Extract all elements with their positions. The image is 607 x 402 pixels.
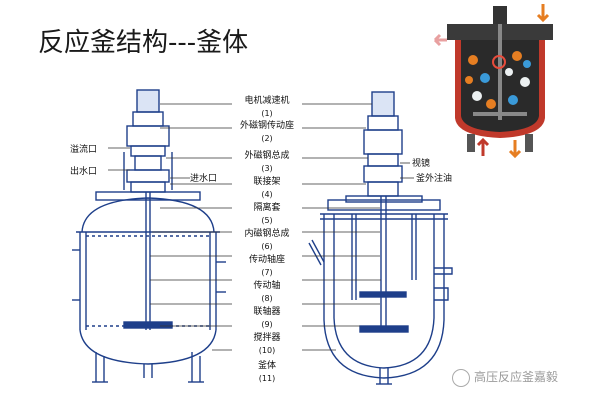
page-title: 反应釜结构---釜体 (38, 28, 249, 58)
watermark-logo-icon (452, 368, 470, 387)
part-label-7: 传动轴座 (249, 253, 285, 265)
inset-illustration (433, 4, 553, 159)
part-label-5: 隔离套 (253, 201, 280, 213)
reflux-port-label: 溢流口 (70, 143, 97, 155)
part-label-10: 搅拌器 (253, 331, 280, 343)
part-num-11: (11) (259, 374, 275, 383)
watermark: 高压反应釜嘉毅 (452, 368, 558, 387)
part-num-6: (6) (261, 242, 272, 251)
left-reactor-drawing (72, 89, 226, 383)
part-num-4: (4) (261, 190, 272, 199)
part-num-7: (7) (261, 268, 272, 277)
right-reactor-drawing (308, 91, 453, 385)
part-num-8: (8) (261, 294, 272, 303)
jacket-oil-label: 釜外注油 (416, 172, 452, 184)
part-label-9: 联轴器 (253, 305, 280, 317)
part-num-3: (3) (261, 164, 272, 173)
part-num-10: (10) (259, 346, 275, 355)
part-label-3: 外磁钢总成 (244, 149, 289, 161)
part-label-1: 电机减速机 (244, 94, 289, 106)
part-label-4: 联接架 (253, 175, 280, 187)
part-num-1: (1) (261, 109, 272, 118)
water-inlet-label: 进水口 (190, 172, 217, 184)
mirror-label: 视镜 (412, 157, 430, 169)
part-label-6: 内磁钢总成 (244, 227, 289, 239)
leader-lines (108, 103, 414, 351)
part-num-2: (2) (261, 134, 272, 143)
part-labels: 电机减速机 (1) 外磁钢传动座 (2) 外磁钢总成 (3) 联接架 (4) 隔… (240, 94, 294, 383)
part-num-9: (9) (261, 320, 272, 329)
part-num-5: (5) (261, 216, 272, 225)
part-label-8: 传动轴 (253, 279, 280, 291)
water-outlet-label: 出水口 (70, 165, 97, 177)
part-label-11: 釜体 (258, 359, 276, 371)
watermark-text: 高压反应釜嘉毅 (474, 370, 559, 384)
part-label-2: 外磁钢传动座 (240, 119, 294, 131)
